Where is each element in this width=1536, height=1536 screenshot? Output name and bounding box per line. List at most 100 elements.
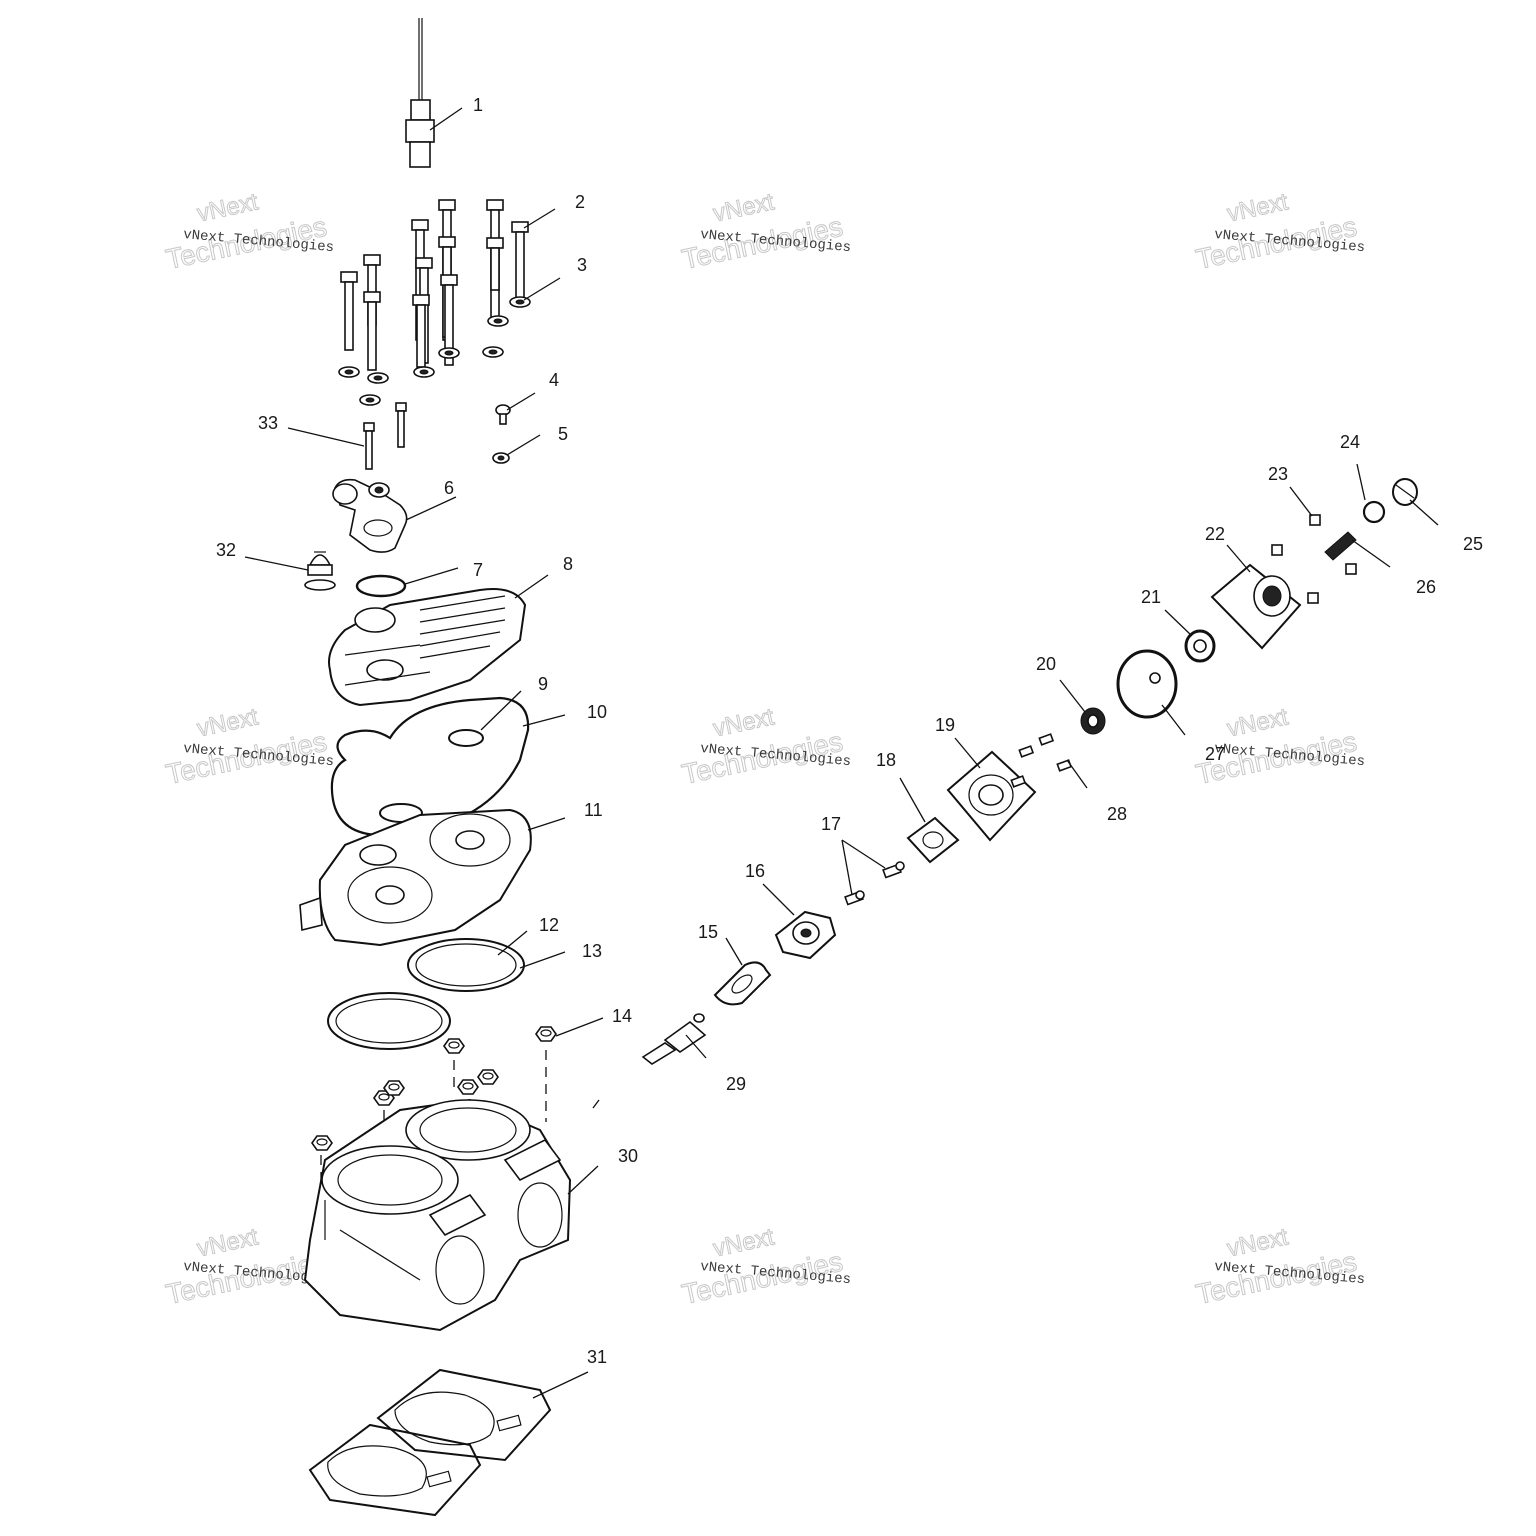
part-15-pump-gasket (713, 961, 772, 1006)
callout-9: 9 (538, 674, 548, 694)
leader-7 (404, 567, 459, 585)
leader-17b (841, 839, 853, 896)
leader-15 (725, 937, 743, 966)
washer (367, 372, 389, 384)
leader-3 (523, 277, 561, 301)
head-bolt (440, 274, 458, 366)
callout-20: 20 (1036, 654, 1056, 674)
callout-17: 17 (821, 814, 841, 834)
leader-13 (519, 951, 566, 969)
watermark-bottom-center: vNext Technologies (679, 1223, 846, 1311)
callout-13: 13 (582, 941, 602, 961)
callout-21: 21 (1141, 587, 1161, 607)
leader-10 (522, 714, 566, 727)
leader-19 (954, 737, 981, 769)
callout-2: 2 (575, 192, 585, 212)
callout-11: 11 (584, 800, 603, 820)
part-20-seal (1080, 707, 1106, 735)
leader-18 (899, 777, 926, 823)
washer (338, 366, 360, 378)
callout-5: 5 (558, 424, 568, 444)
part-11-cylinder-head (299, 808, 532, 947)
part-5-washer (492, 452, 510, 464)
nut (535, 1026, 557, 1042)
callout-23: 23 (1268, 464, 1288, 484)
part-1-temperature-sensor (405, 18, 435, 168)
callout-30: 30 (618, 1146, 638, 1166)
leader-31 (532, 1371, 589, 1399)
leader-11 (527, 817, 566, 831)
part-22-pump-cover (1210, 563, 1302, 650)
part-3-washers (338, 296, 531, 406)
part-23-screws (1271, 514, 1357, 604)
leader-28 (1066, 759, 1088, 789)
part-21-washer (1184, 629, 1216, 663)
nut (383, 1080, 405, 1096)
part-13-cylinder-gasket (327, 992, 451, 1050)
callout-6: 6 (444, 478, 454, 498)
leader-26 (1351, 539, 1391, 568)
watermark-brand-short: vNext (1225, 1223, 1291, 1262)
callout-4: 4 (549, 370, 559, 390)
part-14-nuts (311, 1026, 557, 1151)
callout-22: 22 (1205, 524, 1225, 544)
watermark-brand-short: vNext (195, 703, 261, 742)
leader-29 (685, 1034, 707, 1059)
watermark-top-left: vNext Technologies (163, 188, 330, 276)
watermark-bottom-left: vNext Technologies (163, 1223, 330, 1311)
callout-18: 18 (876, 750, 896, 770)
leader-lines (244, 107, 1439, 1399)
callout-31: 31 (587, 1347, 607, 1367)
washer (482, 346, 504, 358)
callout-1: 1 (473, 95, 483, 115)
callout-25: 25 (1463, 534, 1483, 554)
nut (311, 1135, 333, 1151)
head-bolt (363, 291, 381, 371)
callout-12: 12 (539, 915, 559, 935)
part-16-pump-flange (774, 910, 837, 960)
nut (457, 1079, 479, 1095)
leader-8 (514, 574, 549, 599)
watermark-brand-short: vNext (1225, 188, 1291, 227)
part-9-o-ring (379, 729, 484, 823)
part-28-screws (1010, 733, 1073, 788)
leader-14 (555, 1017, 604, 1037)
head-bolt (511, 221, 529, 301)
part-8-cylinder-head-cover (328, 588, 527, 707)
callout-26: 26 (1416, 577, 1436, 597)
part-12-cylinder-gasket (407, 938, 525, 992)
watermark-brand-short: vNext (711, 1223, 777, 1262)
callout-29: 29 (726, 1074, 746, 1094)
callout-labels: 1 2 3 4 5 6 7 8 9 10 11 12 13 14 15 16 1… (216, 95, 1483, 1367)
callout-8: 8 (563, 554, 573, 574)
watermark-mid-right: vNext Technologies (1193, 703, 1360, 791)
callout-24: 24 (1340, 432, 1360, 452)
part-31-base-gasket (308, 1368, 552, 1517)
callout-33: 33 (258, 413, 278, 433)
leader-27 (1161, 704, 1186, 736)
leader-6 (405, 496, 457, 521)
watermark-mid-left: vNext Technologies (163, 703, 330, 791)
part-6-thermostat-housing (332, 478, 408, 553)
leader-22 (1226, 544, 1251, 573)
callout-16: 16 (745, 861, 765, 881)
part-25-cap (1392, 478, 1418, 506)
washer (359, 394, 381, 406)
leader-21 (1164, 609, 1193, 637)
part-10-head-gasket (330, 696, 530, 837)
callout-10: 10 (587, 702, 607, 722)
part-18-gasket (906, 816, 960, 864)
watermark-mid-center: vNext Technologies (679, 703, 846, 791)
head-bolt (486, 237, 504, 291)
part-33-bolts (363, 402, 407, 470)
leader-23 (1289, 486, 1313, 517)
part-7-o-ring (355, 574, 407, 598)
leader-4 (506, 392, 536, 411)
leader-2 (523, 208, 556, 229)
leader-17a (841, 839, 886, 869)
leader-33 (287, 427, 365, 447)
leader-12 (497, 930, 528, 956)
assembly-guide-line (592, 1099, 600, 1109)
head-bolt (412, 294, 430, 368)
